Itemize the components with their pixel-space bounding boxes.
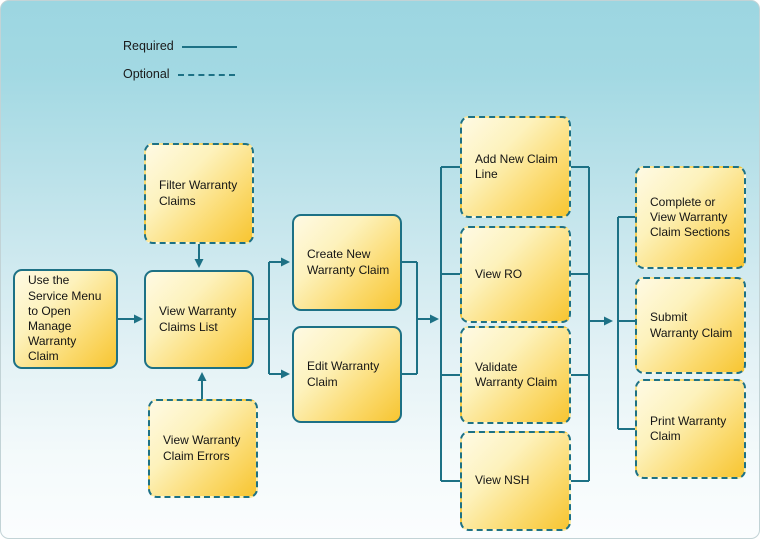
node-view-warranty-claim-errors: View Warranty Claim Errors — [148, 399, 258, 498]
node-view-ro: View RO — [460, 226, 571, 323]
node-print-warranty-claim: Print Warranty Claim — [635, 379, 746, 479]
node-label: Add New Claim Line — [475, 151, 558, 181]
node-label: Use the Service Menu to Open Manage Warr… — [28, 273, 102, 364]
node-filter-warranty-claims: Filter Warranty Claims — [144, 143, 254, 244]
node-create-new-warranty-claim: Create New Warranty Claim — [292, 214, 402, 311]
node-complete-or-view-warranty-claim-sections: Complete or View Warranty Claim Sections — [635, 166, 746, 269]
node-label: View RO — [475, 266, 523, 281]
node-validate-warranty-claim: Validate Warranty Claim — [460, 326, 571, 424]
node-label: Filter Warranty Claims — [159, 178, 238, 208]
node-label: Create New Warranty Claim — [307, 247, 390, 277]
node-use-service-menu: Use the Service Menu to Open Manage Warr… — [13, 269, 118, 369]
legend-required-label: Required — [123, 39, 174, 53]
node-edit-warranty-claim: Edit Warranty Claim — [292, 326, 402, 423]
collector-right-claim-actions — [571, 166, 590, 482]
node-label: Print Warranty Claim — [650, 413, 727, 443]
legend-required-line-sample — [182, 46, 237, 48]
node-add-new-claim-line: Add New Claim Line — [460, 116, 571, 218]
node-label: Complete or View Warranty Claim Sections — [650, 194, 731, 240]
node-label: View Warranty Claims List — [159, 304, 237, 334]
node-submit-warranty-claim: Submit Warranty Claim — [635, 277, 746, 374]
bracket-list-out — [254, 262, 270, 374]
node-label: Edit Warranty Claim — [307, 359, 380, 389]
bracket-create-edit-out — [402, 261, 418, 375]
node-label: Validate Warranty Claim — [475, 359, 558, 389]
legend-optional-label: Optional — [123, 67, 170, 81]
node-label: View Warranty Claim Errors — [163, 433, 241, 463]
node-view-nsh: View NSH — [460, 431, 571, 531]
node-label: Submit Warranty Claim — [650, 310, 733, 340]
node-label: View NSH — [475, 473, 530, 488]
legend-optional-line-sample — [178, 74, 235, 76]
distributor-left-claim-actions — [440, 166, 460, 482]
distributor-final-steps — [617, 216, 635, 430]
node-view-warranty-claims-list: View Warranty Claims List — [144, 270, 254, 369]
